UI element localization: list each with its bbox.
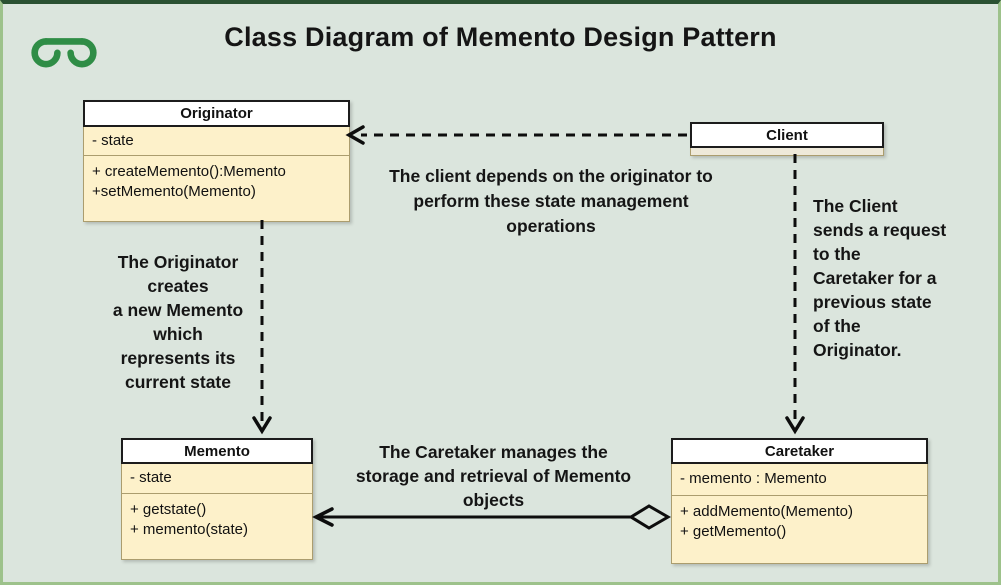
class-box-client: Client (690, 122, 884, 156)
open-arrowhead-at-originator (345, 125, 365, 145)
annotation-client-requests-caretaker: The Client sends a request to the Careta… (813, 196, 947, 360)
class-attributes-memento: - state (121, 464, 313, 494)
class-box-caretaker: Caretaker - memento : Memento + addMemen… (671, 438, 928, 564)
class-name-client: Client (690, 122, 884, 148)
class-name-originator: Originator (83, 100, 350, 127)
class-methods-caretaker: + addMemento(Memento) + getMemento() (671, 496, 928, 564)
class-empty-section-client (690, 148, 884, 156)
annotation-client-depends-on-originator: The client depends on the originator to … (389, 166, 713, 236)
annotation-caretaker-manages-memento: The Caretaker manages the storage and re… (355, 442, 632, 510)
open-arrowhead-at-memento-top (252, 416, 272, 435)
class-name-caretaker: Caretaker (671, 438, 928, 464)
class-attributes-caretaker: - memento : Memento (671, 464, 928, 496)
diagram-title: Class Diagram of Memento Design Pattern (224, 22, 777, 52)
class-box-memento: Memento - state + getstate() + memento(s… (121, 438, 313, 560)
class-methods-memento: + getstate() + memento(state) (121, 494, 313, 560)
class-methods-originator: + createMemento():Memento +setMemento(Me… (83, 156, 350, 222)
class-name-memento: Memento (121, 438, 313, 464)
annotation-originator-creates-memento: The Originator creates a new Memento whi… (112, 252, 244, 392)
geeksforgeeks-logo-icon (31, 38, 97, 68)
class-attributes-originator: - state (83, 127, 350, 156)
open-arrowhead-at-caretaker-top (785, 416, 805, 435)
class-box-originator: Originator - state + createMemento():Mem… (83, 100, 350, 222)
